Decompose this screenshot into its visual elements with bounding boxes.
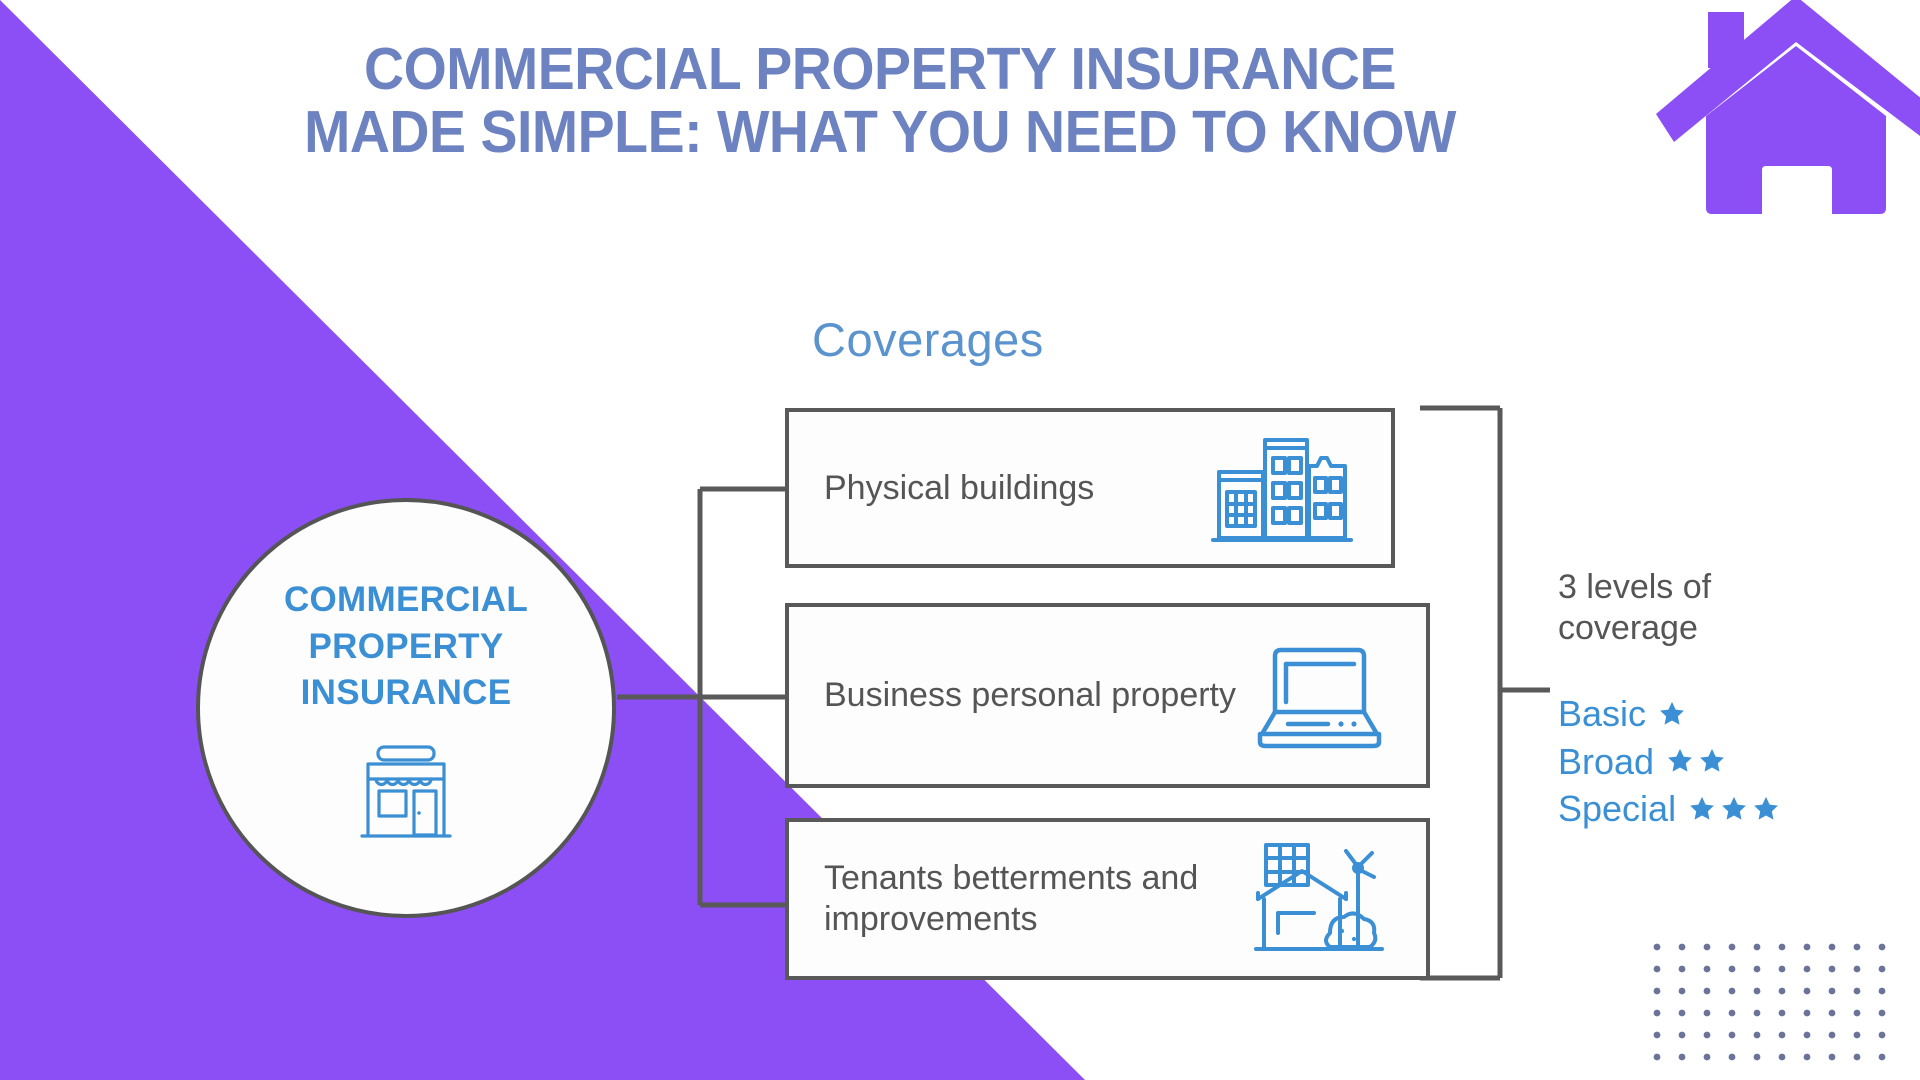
dot-grid-decor <box>1652 942 1902 1072</box>
coverage-box-label: Tenants betterments and improvements <box>824 859 1199 938</box>
central-topic-label: COMMERCIAL PROPERTY INSURANCE <box>284 577 528 717</box>
coverage-box-label: Business personal property <box>824 676 1237 715</box>
coverage-level-name: Broad <box>1558 740 1655 782</box>
house-icon <box>1656 0 1920 246</box>
coverage-levels-heading: 3 levels of coverage <box>1558 568 1712 647</box>
page-title-line-1: COMMERCIAL PROPERTY INSURANCE <box>363 36 1396 102</box>
central-topic-line-3: INSURANCE <box>300 673 512 713</box>
buildings-icon <box>1211 438 1353 542</box>
eco-house-icon <box>1254 843 1384 951</box>
page-title-line-2: MADE SIMPLE: WHAT YOU NEED TO KNOW <box>304 98 1456 165</box>
coverage-box-business-personal-property[interactable]: Business personal property <box>785 603 1430 788</box>
coverage-box-tenants-betterments[interactable]: Tenants betterments and improvements <box>785 818 1430 980</box>
coverage-level-item: Special <box>1558 785 1780 833</box>
coverage-box-physical-buildings[interactable]: Physical buildings <box>785 408 1395 568</box>
page-title: COMMERCIAL PROPERTY INSURANCE MADE SIMPL… <box>53 38 1707 163</box>
coverage-level-stars <box>1688 795 1780 823</box>
central-topic-line-2: PROPERTY <box>308 626 504 666</box>
central-topic-line-1: COMMERCIAL <box>283 580 529 619</box>
star-icon <box>1754 796 1778 820</box>
storefront-icon <box>360 745 452 838</box>
coverage-box-label: Physical buildings <box>824 468 1095 507</box>
central-topic-circle: COMMERCIAL PROPERTY INSURANCE <box>196 498 616 918</box>
star-icon <box>1700 749 1724 772</box>
coverage-level-item: Basic <box>1558 690 1780 738</box>
coverage-level-stars <box>1658 700 1686 728</box>
coverage-level-stars <box>1666 747 1726 775</box>
coverage-level-item: Broad <box>1558 738 1780 786</box>
coverage-level-name: Special <box>1558 788 1677 830</box>
coverages-section-label: Coverages <box>812 313 1044 366</box>
star-icon <box>1722 796 1746 820</box>
star-icon <box>1660 701 1684 725</box>
coverage-levels-list: Basic Broad Special <box>1558 690 1780 833</box>
star-icon <box>1668 749 1692 772</box>
coverage-level-name: Basic <box>1558 693 1647 734</box>
laptop-icon <box>1257 647 1382 748</box>
star-icon <box>1690 796 1714 820</box>
